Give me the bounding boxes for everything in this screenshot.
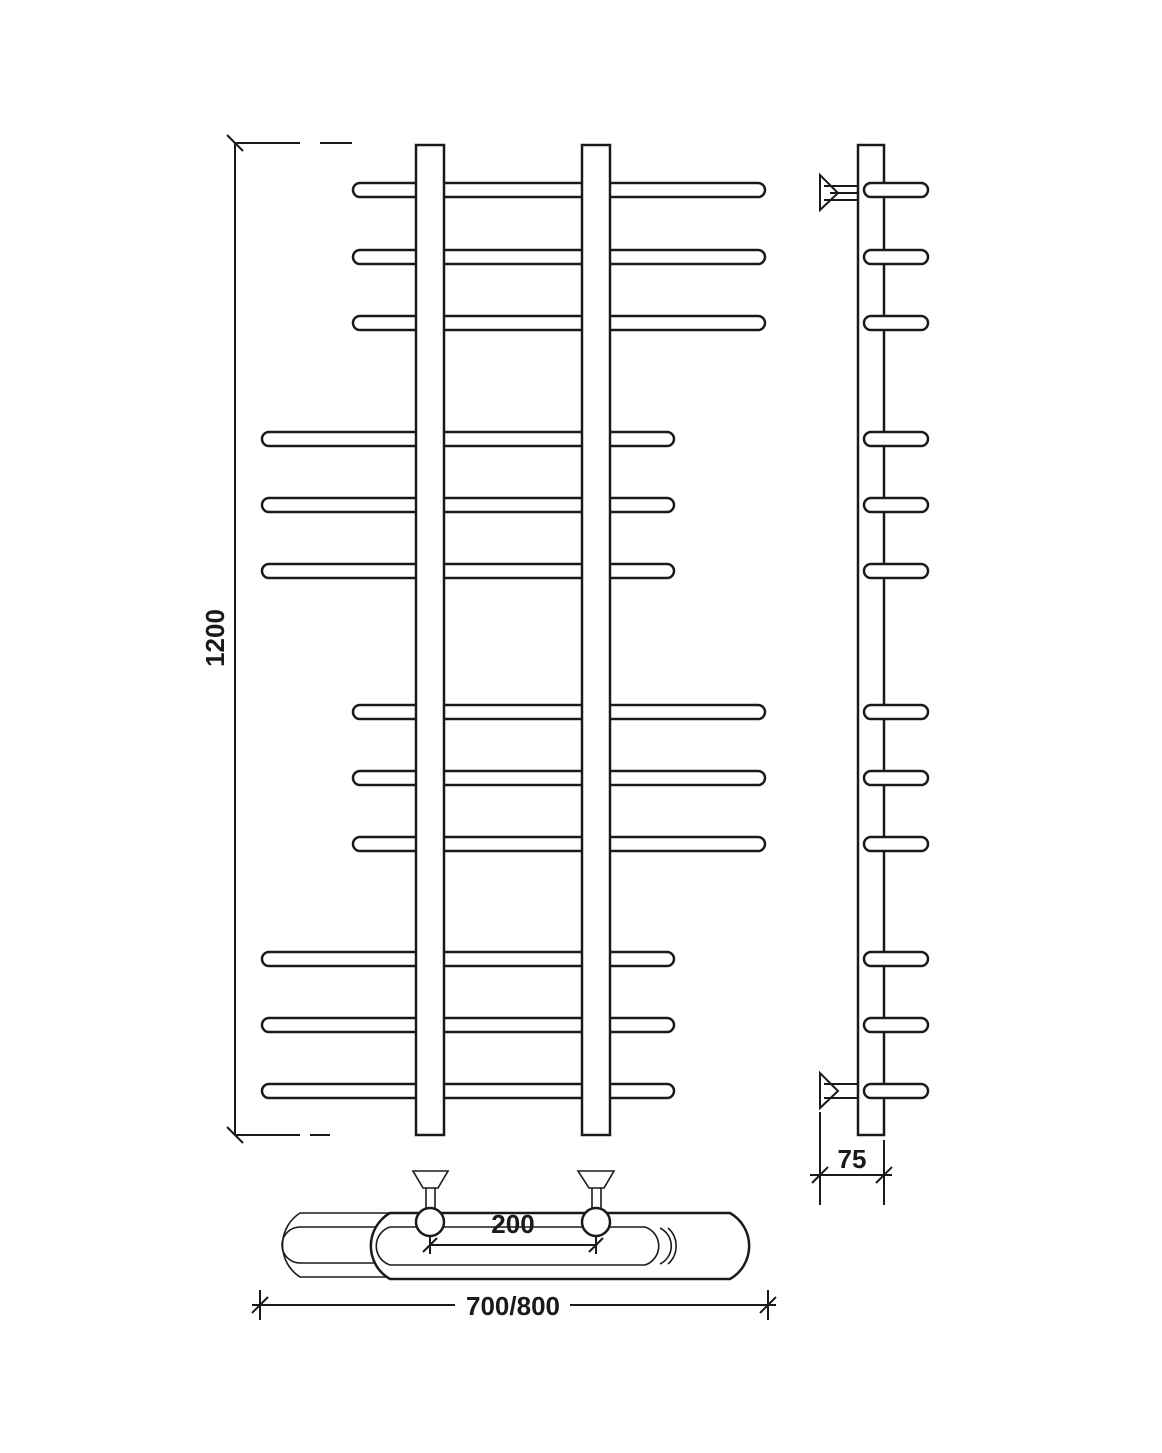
width-dimension: 700/800 bbox=[251, 1290, 777, 1321]
height-dimension: 1200 bbox=[200, 134, 352, 1144]
side-stub bbox=[862, 496, 930, 514]
depth-label: 75 bbox=[838, 1144, 867, 1174]
side-stub bbox=[862, 703, 930, 721]
side-stub bbox=[862, 950, 930, 968]
crossbar bbox=[351, 181, 767, 199]
crossbar bbox=[351, 835, 767, 853]
right-upright bbox=[580, 143, 612, 1137]
depth-dimension: 75 bbox=[810, 1112, 893, 1205]
width-label: 700/800 bbox=[466, 1291, 560, 1321]
crossbar bbox=[260, 562, 676, 580]
crossbar bbox=[260, 1082, 676, 1100]
side-stub bbox=[862, 1016, 930, 1034]
crossbar bbox=[260, 950, 676, 968]
front-view bbox=[260, 143, 767, 1137]
side-upright bbox=[856, 143, 886, 1137]
side-stub bbox=[862, 835, 930, 853]
side-stubs bbox=[862, 181, 930, 1100]
top-bracket-right bbox=[576, 1170, 616, 1238]
side-stub bbox=[862, 314, 930, 332]
side-stub bbox=[862, 430, 930, 448]
side-stub bbox=[862, 769, 930, 787]
crossbar bbox=[260, 496, 676, 514]
crossbar bbox=[351, 248, 767, 266]
side-stub bbox=[862, 1082, 930, 1100]
crossbar bbox=[260, 1016, 676, 1034]
center-distance-label: 200 bbox=[491, 1209, 534, 1239]
top-bracket-left bbox=[411, 1170, 450, 1238]
side-stub bbox=[862, 562, 930, 580]
crossbars bbox=[260, 181, 767, 1100]
top-wall-bracket bbox=[819, 172, 858, 213]
crossbar bbox=[351, 769, 767, 787]
height-label: 1200 bbox=[200, 609, 230, 667]
crossbar bbox=[260, 430, 676, 448]
top-view: 200 bbox=[281, 1170, 751, 1281]
left-upright bbox=[414, 143, 446, 1137]
side-stub bbox=[862, 181, 930, 199]
side-view bbox=[819, 143, 930, 1137]
side-stub bbox=[862, 248, 930, 266]
bottom-wall-bracket bbox=[819, 1070, 858, 1111]
crossbar bbox=[351, 703, 767, 721]
crossbar bbox=[351, 314, 767, 332]
